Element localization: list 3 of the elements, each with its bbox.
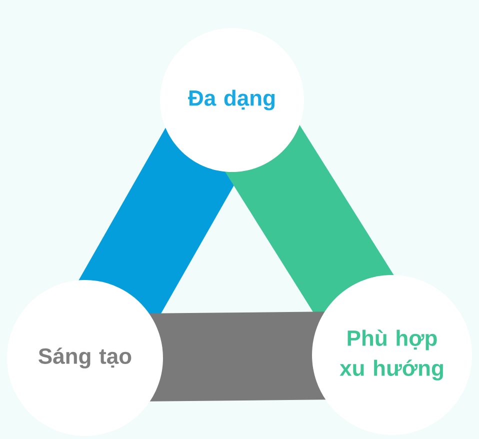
circle-node: Sáng tạo xyxy=(7,280,163,436)
circle-node: Phù hợp xu hướng xyxy=(312,275,472,435)
circle-node: Đa dạng xyxy=(160,28,304,172)
